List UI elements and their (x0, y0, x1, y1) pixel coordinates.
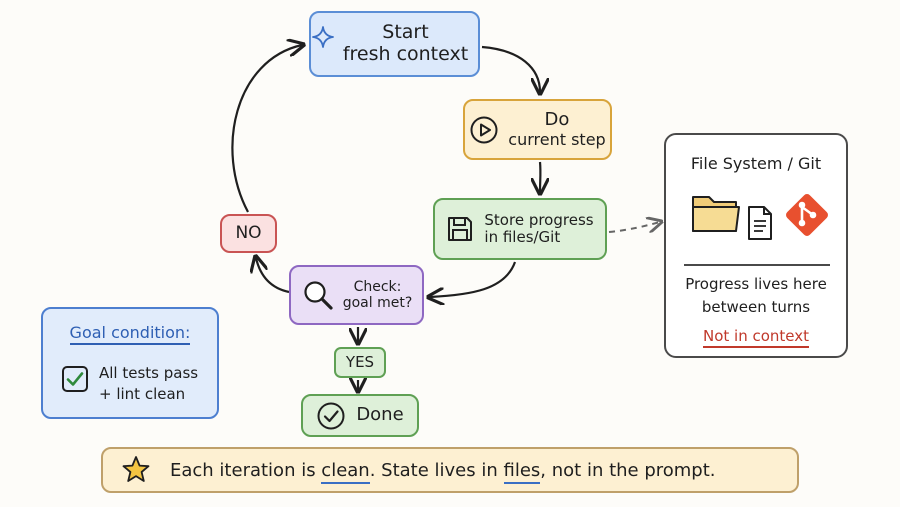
arrow-no-to-start (231, 45, 302, 213)
check-node: Check: goal met? (289, 265, 424, 325)
fs-divider (684, 264, 830, 266)
dashed-arrow-store-to-fs (608, 222, 660, 232)
floppy-disk-icon (446, 215, 474, 243)
arrow-store-to-check (430, 261, 517, 297)
start-node: Start fresh context (309, 11, 480, 77)
fs-title: File System / Git (690, 154, 822, 173)
banner-part-2: . State lives in (369, 459, 504, 481)
document-icon (746, 205, 774, 241)
yes-label: YES (345, 352, 375, 371)
done-node: Done (301, 394, 419, 437)
star-icon (120, 454, 152, 486)
file-system-panel: File System / Git Progress lives here be… (664, 133, 848, 358)
goal-condition-panel: Goal condition: All tests pass + lint cl… (41, 307, 219, 419)
goal-criterion-lint: + lint clean (99, 385, 186, 403)
folder-icon (690, 186, 742, 238)
goal-criteria: All tests pass + lint clean (99, 363, 198, 405)
arrow-check-to-no (256, 258, 290, 294)
git-icon (782, 190, 832, 240)
start-label: Start fresh context (342, 21, 469, 65)
yes-node: YES (334, 347, 386, 378)
sparkle-icon (311, 25, 335, 49)
goal-criterion-tests: All tests pass (99, 364, 199, 382)
no-node: NO (220, 214, 277, 253)
no-label: NO (235, 222, 262, 243)
play-icon (469, 115, 499, 145)
magnifier-icon (301, 278, 335, 312)
fs-warning: Not in context (702, 327, 810, 348)
do-node: Do current step (463, 99, 612, 160)
banner-keyword-clean: clean (321, 459, 370, 484)
summary-banner: Each iteration is clean. State lives in … (101, 447, 799, 493)
check-label: Check: goal met? (342, 278, 413, 311)
checkbox-icon (61, 365, 89, 393)
store-node: Store progress in files/Git (433, 198, 607, 260)
banner-part-3: , not in the prompt. (540, 459, 716, 481)
fs-note: Progress lives here between turns (685, 275, 827, 317)
banner-part-1: Each iteration is (170, 459, 322, 481)
goal-title: Goal condition: (69, 323, 191, 345)
banner-text: Each iteration is clean. State lives in … (170, 459, 716, 484)
check-circle-icon (316, 401, 346, 431)
do-label: Do current step (508, 108, 606, 149)
store-label: Store progress in files/Git (484, 210, 594, 246)
done-label: Done (356, 404, 404, 426)
arrow-start-to-do (481, 45, 540, 92)
banner-keyword-files: files (503, 459, 541, 484)
